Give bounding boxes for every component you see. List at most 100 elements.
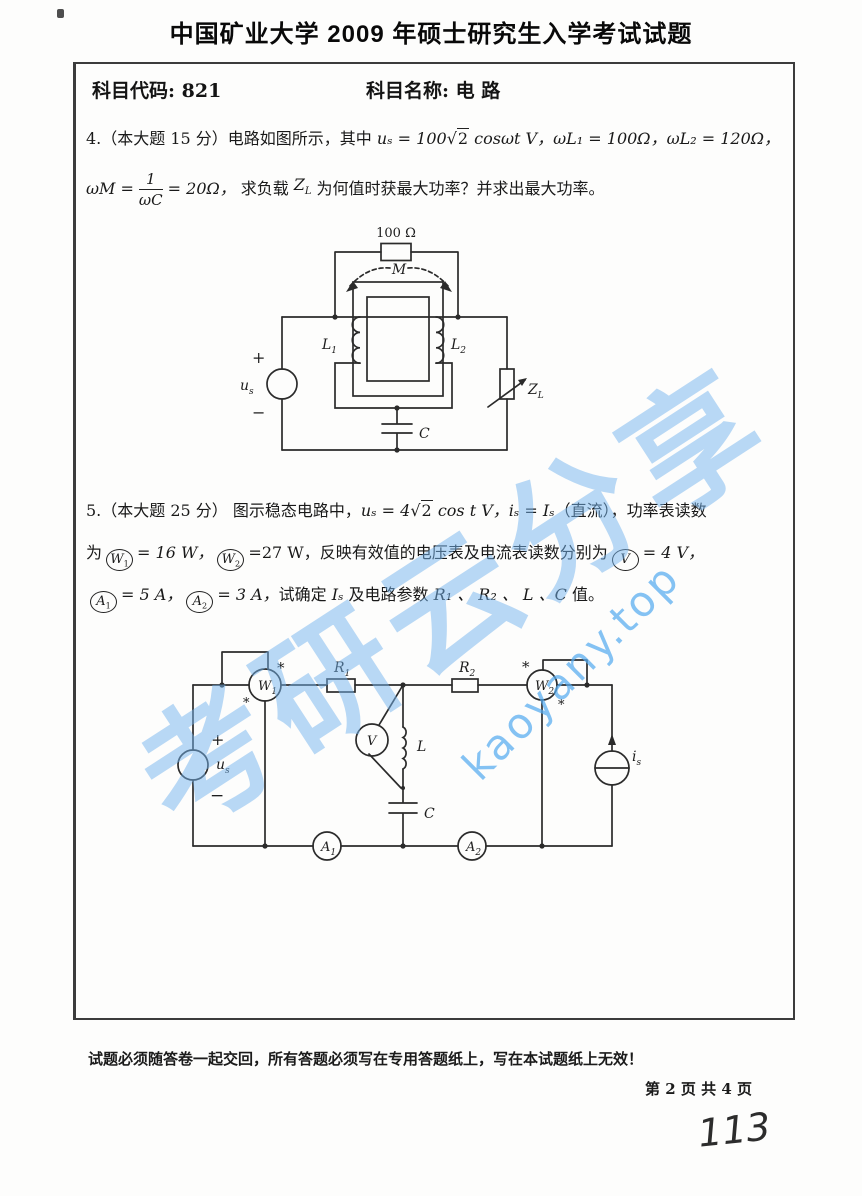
label-M: M xyxy=(391,262,407,278)
current-arrow-up xyxy=(608,734,616,745)
q5-w1-value: = 16 W， xyxy=(137,543,214,562)
q5-l2c: =27 W，反映有效值的电压表及电流表读数分别为 xyxy=(248,543,608,562)
q4-zl-symbol: ZL xyxy=(293,175,312,198)
circuit2-dots-arrows xyxy=(219,682,616,849)
footer-instruction: 试题必须随答卷一起交回，所有答题必须写在专用答题纸上，写在本试题纸上无效！ xyxy=(88,1050,644,1068)
w2-voltage-coil-bridge xyxy=(542,659,588,686)
circuit1-dots-arrows xyxy=(332,281,527,453)
c2-label-plus: + xyxy=(211,730,224,749)
c1-u-channel xyxy=(334,362,453,409)
ammeter-2-symbol: A2 xyxy=(186,591,214,613)
c2-label-minus: − xyxy=(210,786,224,806)
label-L2: L2 xyxy=(450,337,466,356)
label-W1: W1 xyxy=(258,679,277,697)
inductor-L-coil xyxy=(401,726,407,770)
page-title: 中国矿业大学 2009 年硕士研究生入学考试试题 xyxy=(169,21,693,48)
question-5-line-3: A1= 5 A，A2= 3 A，试确定 Iₛ 及电路参数 R₁ 、 R₂ 、 L… xyxy=(86,582,791,613)
label-R2: R2 xyxy=(458,660,476,679)
ammeter-1-symbol: A1 xyxy=(90,591,117,613)
w1-voltage-coil-bridge xyxy=(221,651,269,686)
q5-tail: （直流），功率表读数 xyxy=(554,501,707,520)
coil-L1 xyxy=(351,316,361,365)
q4-cn-tail: 为何值时获最大功率？并求出最大功率。 xyxy=(316,179,605,198)
wattmeter-1-symbol: W1 xyxy=(106,549,134,571)
q4-intro: 4.（本大题 15 分）电路如图所示，其中 xyxy=(86,129,377,148)
voltmeter-symbol: V xyxy=(611,549,639,571)
label-us: us xyxy=(240,378,254,397)
q5-v-value: = 4 V， xyxy=(642,543,705,562)
label-C2: C xyxy=(424,806,435,822)
q5-sqrt-sign: √ xyxy=(410,501,421,520)
q5-params: R₁ 、 R₂ 、 L 、C xyxy=(433,585,567,604)
voltmeter-lead-bottom xyxy=(368,753,402,789)
q4-cn-load: 求负载 xyxy=(240,179,289,198)
c2-label-us: us xyxy=(216,757,230,776)
circuit2-wires xyxy=(177,651,630,861)
q4-sqrt-sign: √ xyxy=(446,129,457,148)
load-arrowhead xyxy=(518,378,527,386)
capacitor-C2 xyxy=(388,787,418,847)
fraction-numerator: 1 xyxy=(138,170,163,190)
q5-intro: 5.（本大题 25 分） 图示稳态电路中， xyxy=(86,501,361,520)
question-4-line-1: 4.（本大题 15 分）电路如图所示，其中 uₛ = 100√2 cosωt V… xyxy=(86,126,786,152)
page-number: 第 2 页 共 4 页 xyxy=(645,1080,752,1098)
ammeter-a2-circle xyxy=(457,831,487,861)
q4-eq-20ohm: = 20Ω， xyxy=(167,179,236,198)
voltage-source-circle xyxy=(266,368,298,400)
label-plus: + xyxy=(252,348,265,367)
q5-Is: Iₛ xyxy=(331,585,344,604)
c2-label-is: is xyxy=(632,749,641,768)
c1-bridge-wire xyxy=(334,251,459,318)
w1-star-mark-2: * xyxy=(243,696,250,711)
fraction-denominator: ωC xyxy=(138,190,163,209)
q5-math-is: cos t V，iₛ = Iₛ xyxy=(432,501,555,520)
q5-l3c: 试确定 xyxy=(278,585,332,604)
handwritten-number: 113 xyxy=(695,1104,773,1156)
label-L: L xyxy=(416,739,426,755)
scan-artifact-dot xyxy=(57,9,64,18)
label-V: V xyxy=(367,734,378,749)
q5-a1-value: = 5 A， xyxy=(121,585,183,604)
question-4-line-2: ωM = 1 ωC = 20Ω， 求负载 ZL 为何值时获最大功率？并求出最大功… xyxy=(86,165,786,213)
load-impedance-box xyxy=(499,368,515,400)
label-R1: R1 xyxy=(333,660,350,679)
subject-code: 科目代码: 821 xyxy=(92,80,222,102)
label-A2: A2 xyxy=(465,840,481,858)
q4-math-rest: cosωt V，ωL₁ = 100Ω，ωL₂ = 120Ω， xyxy=(469,129,781,148)
circuit-diagram-q4: 100 Ω M L1 L2 + us − C ZL xyxy=(240,226,544,453)
resistor-R2-box xyxy=(451,678,479,693)
label-W2: W2 xyxy=(535,679,554,697)
w1-star-mark: * xyxy=(277,659,285,677)
label-ZL: ZL xyxy=(527,382,544,401)
label-A1: A1 xyxy=(320,840,336,858)
q4-radicand: 2 xyxy=(456,128,470,148)
circuit-diagram-q5: W1 * * W2 * * R1 R2 V L C A1 A2 + us − i… xyxy=(177,651,641,861)
fraction-1-over-omega-c: 1 ωC xyxy=(138,170,163,209)
circuit1-labels: 100 Ω M L1 L2 + us − C ZL xyxy=(240,226,544,442)
q4-omega-m: ωM = xyxy=(86,179,134,198)
question-5-line-1: 5.（本大题 25 分） 图示稳态电路中，uₛ = 4√2 cos t V，iₛ… xyxy=(86,498,791,524)
label-C: C xyxy=(419,426,430,442)
q4-math-us: uₛ = 100 xyxy=(376,129,447,148)
voltmeter-lead-top xyxy=(378,684,404,726)
coil-L2 xyxy=(435,316,445,365)
mutual-arc-right xyxy=(407,266,449,287)
resistor-R1-box xyxy=(326,678,356,693)
ammeter-a1-circle xyxy=(312,831,342,861)
circuit1-wires xyxy=(266,242,526,451)
q5-math-us: uₛ = 4 xyxy=(360,501,411,520)
exam-content-border-box xyxy=(73,62,795,1020)
w2-star-mark-2: * xyxy=(558,698,565,713)
w2-star-mark: * xyxy=(522,658,530,676)
mutual-arc-left xyxy=(349,266,391,287)
capacitor-C xyxy=(381,407,413,451)
voltage-source-us-circle xyxy=(177,749,209,781)
q5-radicand: 2 xyxy=(420,500,433,520)
q5-l3e: 值。 xyxy=(566,585,604,604)
resistor-100ohm-box xyxy=(380,242,412,262)
q5-a2-value: = 3 A， xyxy=(217,585,279,604)
mutual-arrowhead-right xyxy=(440,281,452,292)
wattmeter-2-symbol: W2 xyxy=(217,549,245,571)
